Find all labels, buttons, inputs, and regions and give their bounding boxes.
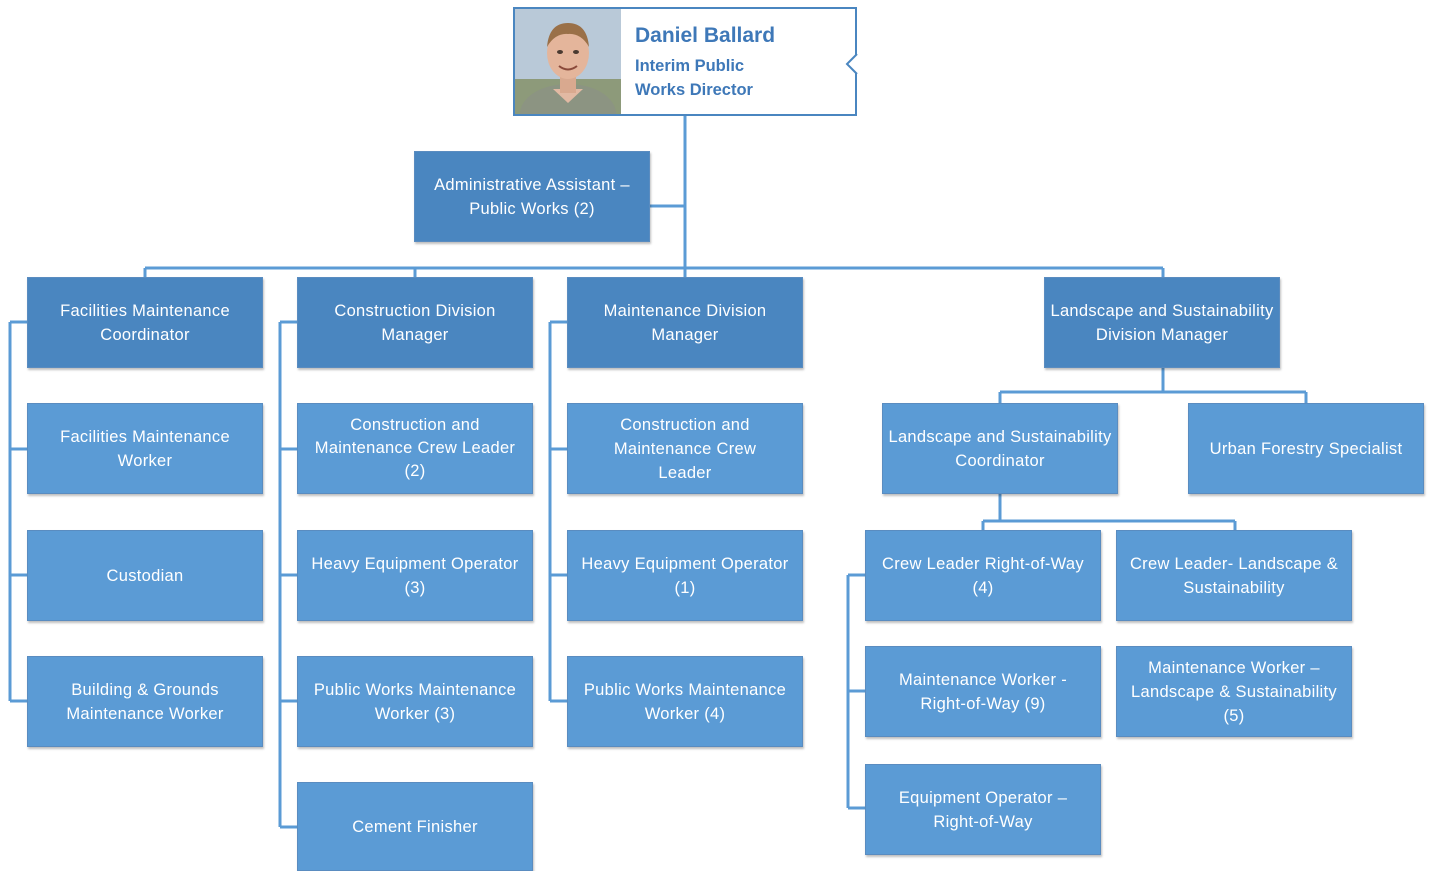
facilities-report-label: Custodian xyxy=(106,566,184,585)
row-report-box: Maintenance Worker - Right-of-Way (9) xyxy=(865,646,1101,737)
ls-report-box: Maintenance Worker – Landscape & Sustain… xyxy=(1116,646,1352,737)
construction-report-box: Cement Finisher xyxy=(297,782,533,871)
director-card: Daniel Ballard Interim Public Works Dire… xyxy=(513,7,858,116)
admin-assistant-label: Administrative Assistant – Public Works … xyxy=(434,175,630,218)
landscape-manager-box: Landscape and Sustainability Division Ma… xyxy=(1044,277,1280,368)
facilities-report-box: Building & Grounds Maintenance Worker xyxy=(27,656,263,747)
construction-report-label: Construction and Maintenance Crew Leader… xyxy=(314,416,516,480)
maintenance-report-box: Construction and Maintenance Crew Leader xyxy=(567,403,803,494)
maintenance-report-label: Construction and Maintenance Crew Leader xyxy=(613,415,757,482)
landscape-manager-label: Landscape and Sustainability Division Ma… xyxy=(1050,301,1274,344)
person-photo xyxy=(515,9,621,114)
construction-report-label: Cement Finisher xyxy=(352,817,478,836)
director-title: Interim Public Works Director xyxy=(635,57,753,99)
maintenance-report-label: Heavy Equipment Operator (1) xyxy=(581,554,789,597)
notch-icon xyxy=(845,53,858,75)
construction-report-box: Public Works Maintenance Worker (3) xyxy=(297,656,533,747)
maintenance-manager-label: Maintenance Division Manager xyxy=(603,301,767,344)
urban-forestry-label: Urban Forestry Specialist xyxy=(1209,439,1403,458)
row-report-label: Maintenance Worker - Right-of-Way (9) xyxy=(898,670,1067,713)
construction-report-box: Heavy Equipment Operator (3) xyxy=(297,530,533,621)
construction-report-label: Heavy Equipment Operator (3) xyxy=(311,554,519,597)
row-crew-leader-label: Crew Leader Right-of-Way (4) xyxy=(882,554,1084,597)
urban-forestry-box: Urban Forestry Specialist xyxy=(1188,403,1424,494)
facilities-report-box: Facilities Maintenance Worker xyxy=(27,403,263,494)
ls-crew-leader-label: Crew Leader- Landscape & Sustainability xyxy=(1129,554,1339,597)
facilities-report-label: Building & Grounds Maintenance Worker xyxy=(66,680,224,723)
row-report-box: Equipment Operator – Right-of-Way xyxy=(865,764,1101,855)
ls-crew-leader-box: Crew Leader- Landscape & Sustainability xyxy=(1116,530,1352,621)
admin-assistant-box: Administrative Assistant – Public Works … xyxy=(414,151,650,242)
construction-report-box: Construction and Maintenance Crew Leader… xyxy=(297,403,533,494)
director-name: Daniel Ballard xyxy=(635,24,776,47)
row-crew-leader-box: Crew Leader Right-of-Way (4) xyxy=(865,530,1101,621)
row-report-label: Equipment Operator – Right-of-Way xyxy=(898,788,1068,831)
maintenance-report-label: Public Works Maintenance Worker (4) xyxy=(583,680,787,723)
facilities-report-label: Facilities Maintenance Worker xyxy=(60,427,230,470)
maintenance-manager-box: Maintenance Division Manager xyxy=(567,277,803,368)
maintenance-report-box: Public Works Maintenance Worker (4) xyxy=(567,656,803,747)
construction-manager-box: Construction Division Manager xyxy=(297,277,533,368)
landscape-coordinator-box: Landscape and Sustainability Coordinator xyxy=(882,403,1118,494)
construction-report-label: Public Works Maintenance Worker (3) xyxy=(313,680,517,723)
facilities-report-box: Custodian xyxy=(27,530,263,621)
landscape-coordinator-label: Landscape and Sustainability Coordinator xyxy=(888,427,1112,470)
maintenance-report-box: Heavy Equipment Operator (1) xyxy=(567,530,803,621)
facilities-manager-box: Facilities Maintenance Coordinator xyxy=(27,277,263,368)
facilities-manager-label: Facilities Maintenance Coordinator xyxy=(60,301,230,344)
ls-report-label: Maintenance Worker – Landscape & Sustain… xyxy=(1131,658,1337,725)
construction-manager-label: Construction Division Manager xyxy=(334,301,496,344)
